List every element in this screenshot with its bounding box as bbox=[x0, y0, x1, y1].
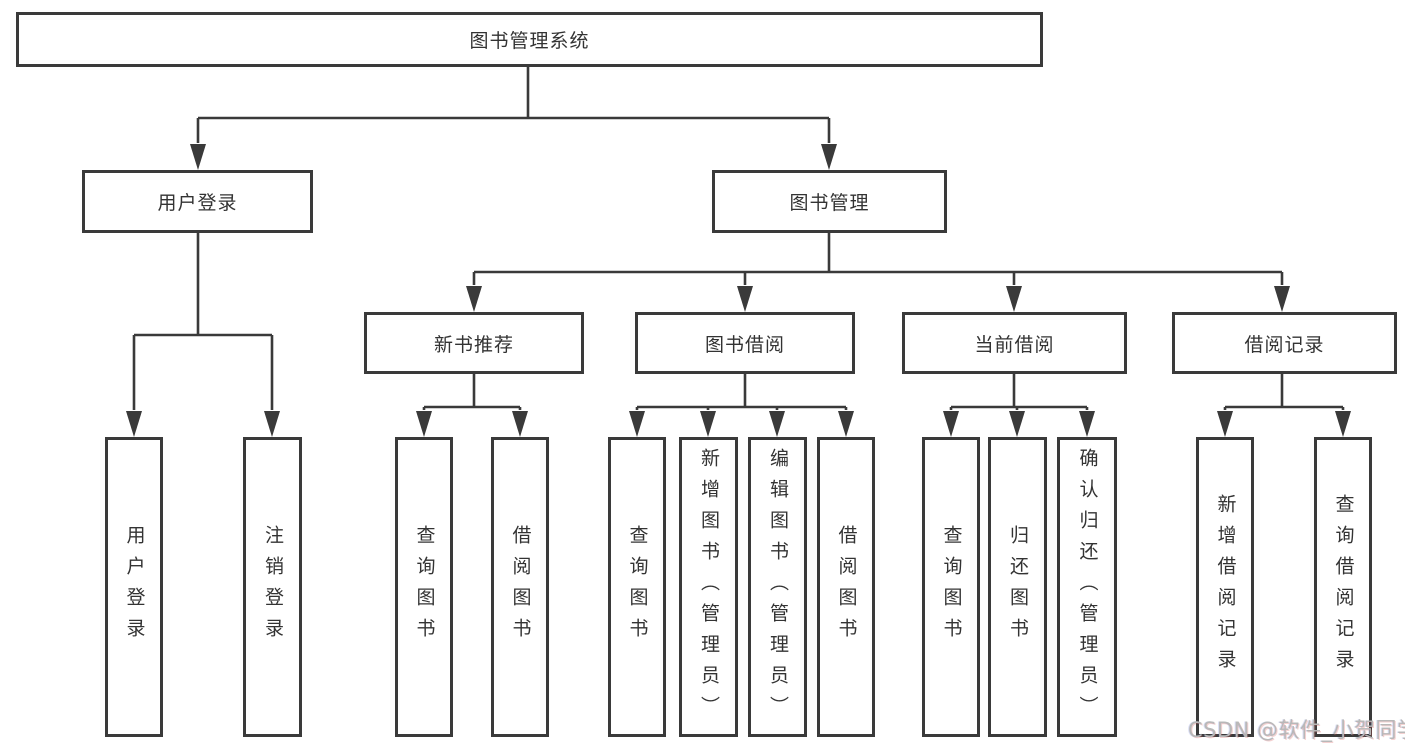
connector-user-login-children bbox=[126, 233, 280, 437]
csdn-watermark: CSDN @软件_小贺同学 bbox=[1188, 718, 1405, 742]
node-label: 当前借阅 bbox=[974, 333, 1055, 356]
connector-root-to-level2 bbox=[190, 67, 837, 170]
connector-book-borrow-children bbox=[629, 374, 854, 437]
node-leaf-add-books-admin: 新增图书（管理员） bbox=[679, 437, 738, 737]
node-label: 借阅图书 bbox=[509, 525, 532, 649]
node-label: 用户登录 bbox=[157, 192, 238, 214]
node-leaf-borrow-books-recommend: 借阅图书 bbox=[491, 437, 549, 737]
node-current-borrow: 当前借阅 bbox=[902, 312, 1127, 374]
node-label: 编辑图书（管理员） bbox=[767, 447, 789, 727]
node-label: 新增图书（管理员） bbox=[698, 447, 720, 727]
node-leaf-borrow-books: 借阅图书 bbox=[817, 437, 875, 737]
node-leaf-user-login: 用户登录 bbox=[105, 437, 163, 737]
connector-new-book-recommend-children bbox=[416, 374, 528, 437]
node-user-login: 用户登录 bbox=[82, 170, 313, 233]
node-label: 注销登录 bbox=[262, 525, 284, 649]
node-label: 图书借阅 bbox=[704, 333, 785, 356]
connector-current-borrow-children bbox=[943, 374, 1095, 437]
node-label: 查询图书 bbox=[413, 525, 436, 649]
node-new-book-recommend: 新书推荐 bbox=[364, 312, 584, 374]
node-label: 图书管理 bbox=[789, 192, 870, 214]
node-leaf-query-books-borrow: 查询图书 bbox=[608, 437, 666, 737]
node-label: 用户登录 bbox=[123, 525, 146, 649]
node-label: 确认归还（管理员） bbox=[1076, 447, 1099, 727]
node-label: 图书管理系统 bbox=[469, 30, 590, 52]
node-leaf-edit-books-admin: 编辑图书（管理员） bbox=[748, 437, 807, 737]
connector-book-management-children bbox=[466, 233, 1290, 312]
node-leaf-confirm-return-admin: 确认归还（管理员） bbox=[1057, 437, 1117, 737]
node-label: 借阅图书 bbox=[835, 525, 858, 649]
node-leaf-logout: 注销登录 bbox=[243, 437, 302, 737]
node-borrow-records: 借阅记录 bbox=[1172, 312, 1397, 374]
node-leaf-return-books: 归还图书 bbox=[988, 437, 1047, 737]
node-label: 归还图书 bbox=[1007, 525, 1029, 649]
node-leaf-query-books-recommend: 查询图书 bbox=[395, 437, 453, 737]
node-label: 新增借阅记录 bbox=[1214, 494, 1237, 680]
node-label: 新书推荐 bbox=[433, 333, 514, 356]
node-label: 查询图书 bbox=[940, 525, 963, 649]
node-label: 查询图书 bbox=[626, 525, 649, 649]
node-book-borrow: 图书借阅 bbox=[635, 312, 855, 374]
connector-borrow-records-children bbox=[1217, 374, 1351, 437]
node-book-management: 图书管理 bbox=[712, 170, 947, 233]
node-label: 查询借阅记录 bbox=[1332, 494, 1355, 680]
node-leaf-query-books-current: 查询图书 bbox=[922, 437, 980, 737]
node-label: 借阅记录 bbox=[1244, 333, 1325, 356]
node-leaf-add-borrow-record: 新增借阅记录 bbox=[1196, 437, 1254, 737]
node-leaf-query-borrow-record: 查询借阅记录 bbox=[1314, 437, 1372, 737]
node-library-system: 图书管理系统 bbox=[16, 12, 1043, 67]
